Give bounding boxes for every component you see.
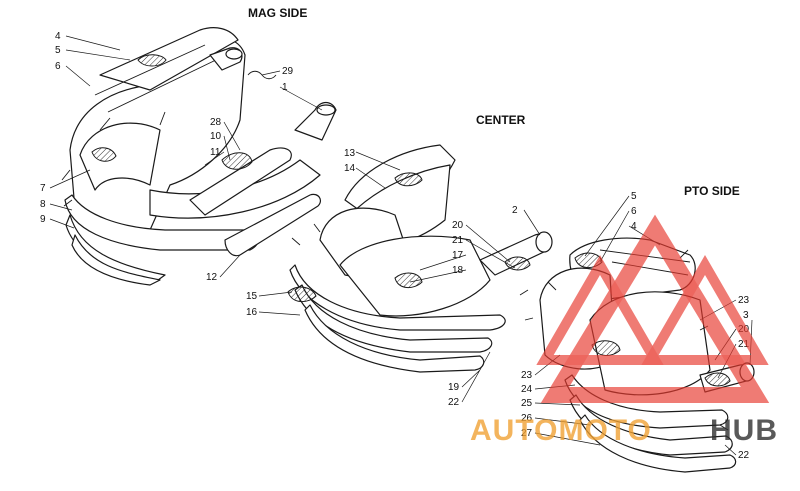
- callout-center-16: 16: [246, 307, 258, 318]
- mag-side-assembly: [61, 27, 337, 286]
- callout-pto-23-top: 23: [738, 295, 750, 306]
- callout-mag-28: 28: [210, 117, 222, 128]
- callout-pto-4: 4: [631, 221, 637, 232]
- callout-mag-12: 12: [206, 272, 218, 283]
- mag-callouts: MAG SIDE 4 5 6 29 1 28 10 11 7 8 9 12: [40, 6, 323, 283]
- callout-center-14: 14: [344, 163, 356, 174]
- callout-pto-25: 25: [521, 398, 533, 409]
- callout-center-19: 19: [448, 382, 460, 393]
- callout-center-2: 2: [512, 205, 518, 216]
- center-assembly: [287, 144, 553, 373]
- callout-pto-24: 24: [521, 384, 533, 395]
- callout-mag-7: 7: [40, 183, 46, 194]
- callout-pto-27: 27: [521, 428, 533, 439]
- callout-pto-26: 26: [521, 413, 533, 424]
- callout-mag-11: 11: [210, 147, 221, 158]
- callout-mag-10: 10: [210, 131, 222, 142]
- callout-center-20: 20: [452, 220, 464, 231]
- callout-mag-6: 6: [55, 61, 61, 72]
- callout-pto-21: 21: [738, 339, 750, 350]
- callout-center-15: 15: [246, 291, 258, 302]
- callout-center-21: 21: [452, 235, 464, 246]
- automotohub-watermark: AUTOMOTO HUB: [470, 214, 778, 447]
- callout-center-17: 17: [452, 250, 464, 261]
- watermark-logo-triangles: [536, 214, 770, 403]
- callout-pto-5: 5: [631, 191, 637, 202]
- callout-pto-22: 22: [738, 450, 750, 461]
- callout-mag-9: 9: [40, 214, 46, 225]
- callout-mag-8: 8: [40, 199, 46, 210]
- mag-side-title: MAG SIDE: [248, 6, 307, 20]
- callout-mag-4: 4: [55, 31, 61, 42]
- center-callouts: CENTER 13 14 2 20 21 17 18 15 16 19 22: [246, 113, 541, 408]
- center-title: CENTER: [476, 113, 526, 127]
- callout-pto-6: 6: [631, 206, 637, 217]
- callout-mag-29: 29: [282, 66, 294, 77]
- callout-center-13: 13: [344, 148, 356, 159]
- watermark-brand-hub: HUB: [710, 414, 778, 447]
- watermark-brand-automoto: AUTOMOTO: [470, 414, 652, 447]
- callout-pto-23-bottom: 23: [521, 370, 533, 381]
- pto-side-title: PTO SIDE: [684, 184, 740, 198]
- callout-mag-5: 5: [55, 45, 61, 56]
- callout-pto-3: 3: [743, 310, 749, 321]
- callout-center-18: 18: [452, 265, 464, 276]
- callout-mag-1: 1: [282, 82, 288, 93]
- callout-center-22: 22: [448, 397, 460, 408]
